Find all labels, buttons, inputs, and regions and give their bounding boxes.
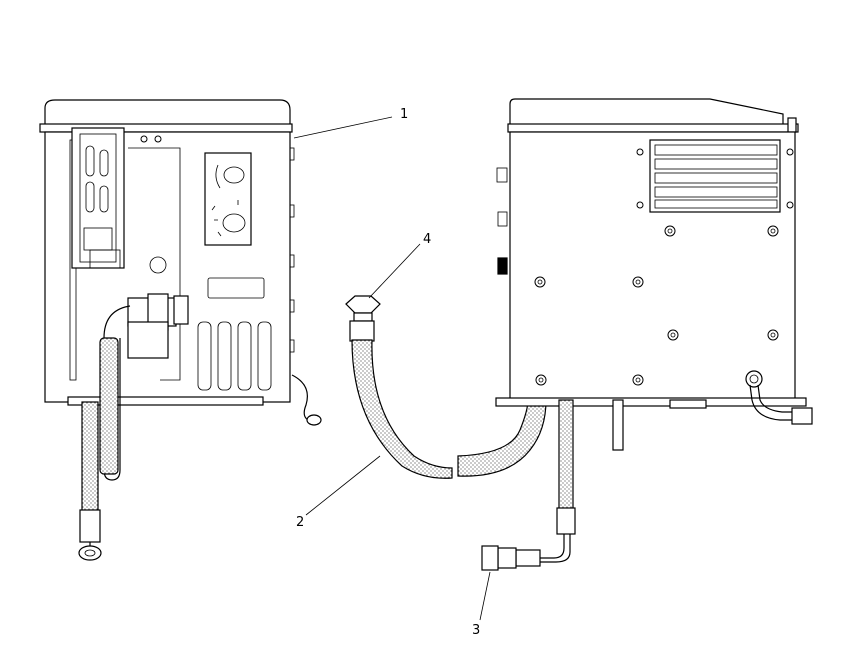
leader-line-2 [305,455,381,516]
unit-front-view [39,99,322,561]
callout-3: 3 [472,623,480,638]
callout-2: 2 [296,515,304,530]
leader-line-4 [368,243,421,299]
leader-line-1 [293,116,393,139]
leader-line-3 [479,571,491,621]
unit-side-view [481,98,813,571]
callouts: 1 2 3 4 [293,107,491,638]
callout-1: 1 [400,107,408,122]
callout-4: 4 [423,232,431,247]
